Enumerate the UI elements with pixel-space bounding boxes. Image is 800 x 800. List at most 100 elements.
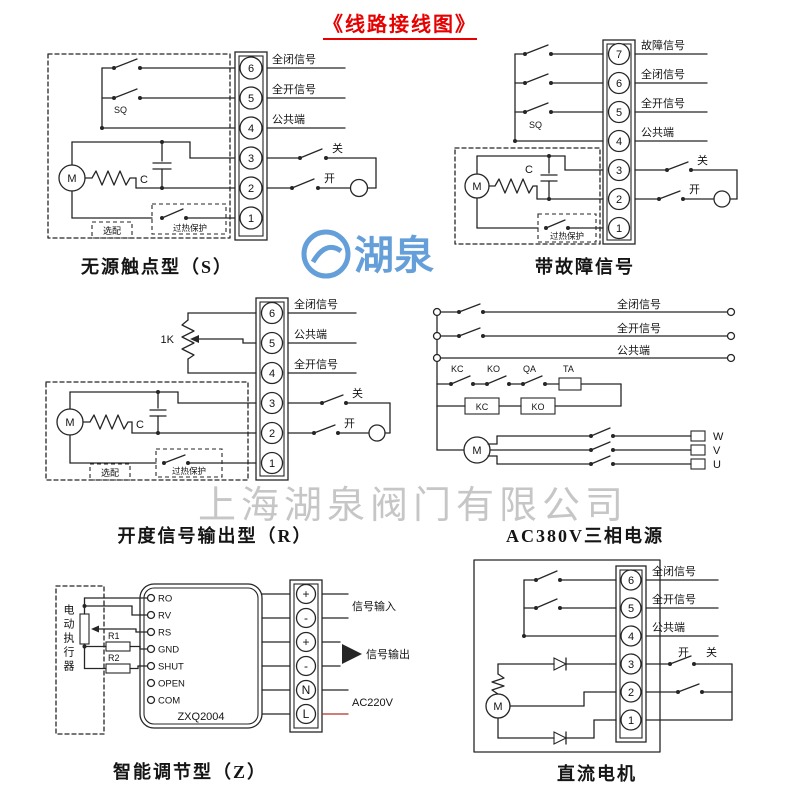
potentiometer-zigzag (181, 319, 195, 360)
external-connections: 信号输入 信号输出 AC220V (321, 593, 410, 715)
terminal-number: 3 (628, 659, 634, 671)
label-optional: 选配 (101, 467, 119, 478)
label-closed-signal: 全闭信号 (272, 52, 316, 66)
intelligent-regulation-schematic: R1 R2 RO RV RS GND SHUT OPEN COM ZXQ2004 (55, 579, 410, 735)
passive-contact-schematic: 6 5 4 3 2 1 全闭信号 全开信号 公共端 关 开 (47, 51, 377, 241)
close-switch-circuit: 关 (287, 386, 391, 434)
label-open-signal: 全开信号 (652, 592, 696, 606)
terminal-number: 7 (616, 49, 622, 61)
open-close-switch-circuit: 开 关 (645, 645, 733, 721)
resistor-r1 (105, 641, 131, 652)
label-coil-ko: KO (531, 402, 544, 412)
terminal-strip: 6 5 4 3 2 1 (234, 51, 268, 241)
diagram-opening-signal-output-r: 6 5 4 3 2 1 全闭信号 公共端 全开信号 1K 关 (38, 294, 410, 491)
motor-enclosure (45, 381, 249, 481)
label-contact-qa: QA (523, 364, 536, 374)
dc-motor-circuit: M (485, 657, 617, 745)
label-closed-signal: 全闭信号 (294, 297, 338, 311)
label-close: 关 (352, 386, 363, 400)
pin-label: RV (158, 611, 172, 622)
potentiometer: 1K (161, 312, 257, 374)
terminal-number: 5 (269, 338, 275, 350)
limit-switches (522, 570, 617, 638)
label-ac220v: AC220V (352, 697, 394, 709)
motor-enclosure (454, 147, 601, 245)
label-closed-signal: 全闭信号 (617, 298, 661, 311)
caption-intelligent-regulation: 智能调节型（Z） (112, 762, 267, 782)
terminal-number: 4 (248, 123, 254, 135)
motor-circuit: M C (464, 154, 604, 201)
contactor-contacts-row: KC KO QA TA (436, 364, 622, 407)
terminal-number: 5 (616, 107, 622, 119)
terminal-number: 1 (616, 223, 622, 235)
label-signal-output: 信号输出 (366, 647, 410, 661)
terminal-symbol: + (302, 587, 309, 601)
limit-switches: SQ (100, 58, 236, 130)
capacitor-letter: C (136, 419, 144, 431)
contactor-coils-row: KC KO (436, 383, 622, 415)
terminal-number: 2 (248, 183, 254, 195)
label-close: 关 (332, 141, 343, 155)
wiper-arrow (91, 625, 99, 633)
logo-graphic: 湖泉 (301, 229, 434, 279)
terminal-symbol: + (302, 635, 309, 649)
terminal-strip: 6 5 4 3 2 1 (255, 297, 289, 481)
diagram-passive-contact-s: 6 5 4 3 2 1 全闭信号 全开信号 公共端 关 开 (40, 46, 390, 251)
label-limit-switch: SQ (529, 120, 542, 130)
pin-label: RS (158, 628, 171, 639)
motor-winding (491, 673, 505, 695)
label-r1: R1 (108, 631, 120, 641)
actuator-to-module-wires: R1 R2 (82, 597, 149, 674)
motor-circuit: M C (58, 140, 236, 192)
motor-winding (82, 414, 133, 430)
terminal-number: 2 (269, 428, 275, 440)
caption-opening-signal: 开度信号输出型（R） (117, 526, 313, 546)
label-open-signal: 全开信号 (617, 321, 661, 335)
pin-label: SHUT (158, 662, 184, 673)
caption-dc-motor: 直流电机 (557, 764, 637, 784)
diagram-dc-motor: 6 5 4 3 2 1 全闭信号 全开信号 公共端 开 关 (468, 556, 758, 761)
diagram-ac380v-three-phase: 全闭信号 全开信号 公共端 KC KO QA (425, 297, 755, 495)
thermal-relay-symbol (558, 377, 582, 391)
label-thermal: 过热保护 (550, 231, 584, 241)
terminal-symbol: N (302, 683, 311, 697)
terminal-number: 5 (248, 93, 254, 105)
resistor-r2 (105, 663, 131, 674)
page-title: 《线路接线图》 (323, 8, 477, 40)
power-source-symbol (368, 424, 386, 442)
label-phase-v: V (713, 445, 721, 457)
terminal-number: 1 (248, 213, 254, 225)
thermal-protection: 过热保护 (69, 434, 257, 478)
terminal-strip: + - + - N L (289, 579, 323, 733)
terminal-number: 4 (269, 368, 275, 380)
thermal-protection: 过热保护 (71, 190, 236, 235)
label-contact-ta: TA (563, 364, 574, 374)
pin-label: RO (158, 594, 172, 605)
pin-label: GND (158, 645, 179, 656)
label-contact-kc: KC (451, 364, 464, 374)
power-source-symbol (349, 178, 369, 198)
label-phase-u: U (713, 459, 721, 471)
label-open: 开 (678, 647, 689, 659)
label-r2: R2 (108, 653, 120, 663)
terminal-number: 1 (269, 458, 275, 470)
terminal-number: 6 (269, 308, 275, 320)
diagram-intelligent-regulation-z: R1 R2 RO RV RS GND SHUT OPEN COM ZXQ2004 (50, 576, 440, 749)
label-close: 关 (697, 153, 708, 167)
label-signal-input: 信号输入 (352, 599, 396, 613)
close-switch-circuit: 关 (634, 153, 738, 200)
label-open-signal: 全开信号 (272, 82, 316, 96)
label-common: 公共端 (652, 621, 685, 634)
pin-label: OPEN (158, 679, 185, 690)
open-switch-circuit: 开 (266, 173, 377, 198)
caption-fault-signal: 带故障信号 (535, 257, 635, 277)
three-phase-schematic: 全闭信号 全开信号 公共端 KC KO QA (432, 297, 736, 471)
motor-letter: M (472, 445, 481, 457)
label-coil-kc: KC (476, 402, 489, 412)
capacitor-letter: C (140, 174, 148, 186)
terminal-number: 6 (616, 78, 622, 90)
power-source-symbol (713, 190, 731, 208)
label-closed-signal: 全闭信号 (652, 564, 696, 578)
module-model: ZXQ2004 (177, 711, 224, 723)
